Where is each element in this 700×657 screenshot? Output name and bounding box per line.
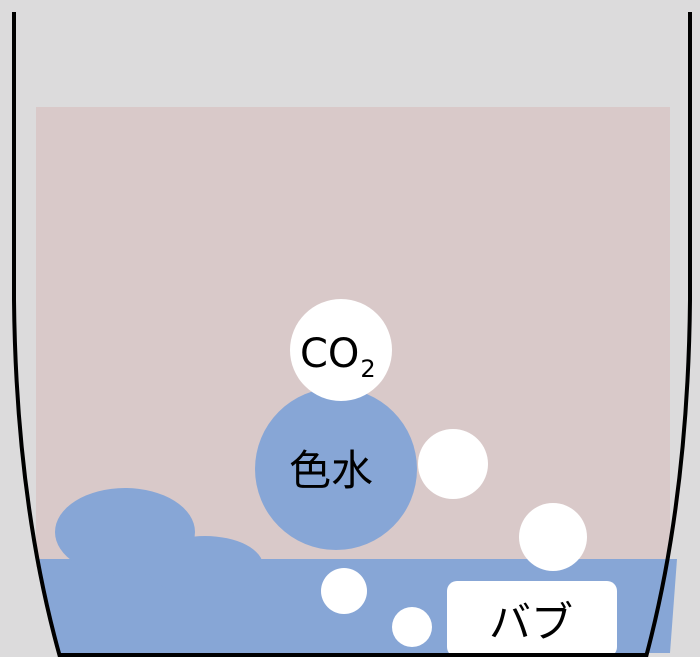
colored-water-circle [255,388,417,550]
dye-blob-small [147,536,263,596]
container-left-wall [12,12,62,657]
bubble [321,568,367,614]
bath-bomb-box [447,581,617,657]
bubble [519,503,587,571]
container-right-wall [644,12,692,657]
bubble [392,607,432,647]
bath-bomb-label: バブ [489,598,573,647]
colored-water-label: 色水 [289,446,373,495]
co2-bubble [290,299,392,401]
co2-label: CO2 [300,331,376,383]
bubble [418,429,488,499]
